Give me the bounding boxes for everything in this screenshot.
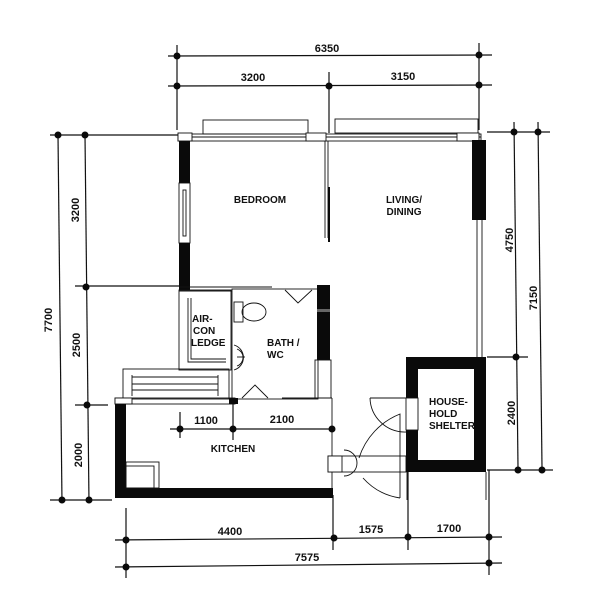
bedroom-left-wall: [178, 141, 191, 290]
label-living-1: LIVING/: [386, 195, 422, 206]
label-shelter-1: HOUSE-: [429, 397, 468, 408]
kitchen: 1100 2100: [114, 368, 336, 498]
top-dimensions: 6350 3200 3150: [167, 43, 493, 133]
label-aircon-1: AIR-: [192, 314, 213, 325]
bathroom: [231, 285, 332, 400]
dim-kitchen-right: 2100: [270, 414, 294, 426]
dim-right-bottom: 2400: [506, 401, 518, 425]
household-shelter: [369, 357, 487, 500]
dim-top-right: 3150: [391, 71, 415, 83]
label-bath-2: WC: [267, 350, 284, 361]
dim-bottom-right: 1700: [437, 523, 461, 535]
dim-left-top: 3200: [70, 198, 82, 222]
dim-bottom-total: 7575: [295, 552, 319, 564]
label-aircon-3: LEDGE: [191, 338, 226, 349]
dim-top-total: 6350: [315, 43, 339, 55]
label-shelter-3: SHELTER: [429, 421, 476, 432]
label-living-2: DINING: [387, 207, 422, 218]
room-labels: BEDROOM LIVING/ DINING AIR- CON LEDGE BA…: [191, 195, 476, 455]
label-bedroom: BEDROOM: [234, 195, 286, 206]
dim-right-top: 4750: [504, 228, 516, 252]
label-kitchen: KITCHEN: [211, 444, 255, 455]
dim-left-total: 7700: [43, 308, 55, 332]
label-aircon-2: CON: [193, 326, 215, 337]
dim-bottom-left: 4400: [218, 526, 242, 538]
dim-bottom-mid: 1575: [359, 524, 383, 536]
bottom-dimensions: 4400 1575 1700 7575: [114, 470, 503, 578]
living-right-wall: [472, 140, 486, 357]
dim-top-left: 3200: [241, 72, 265, 84]
dim-kitchen-left: 1100: [194, 415, 218, 427]
label-shelter-2: HOLD: [429, 409, 457, 420]
dim-left-bottom: 2000: [73, 443, 85, 467]
right-dimensions: 4750 7150 2400: [487, 121, 553, 474]
main-entrance: [327, 413, 407, 499]
left-dimensions: 3200 7700 2500 2000: [43, 131, 180, 504]
dim-left-mid: 2500: [71, 333, 83, 357]
label-bath-1: BATH /: [267, 338, 300, 349]
aircon-ledge: [178, 286, 272, 371]
dim-right-total: 7150: [528, 286, 540, 310]
partition-wall: [324, 141, 330, 242]
